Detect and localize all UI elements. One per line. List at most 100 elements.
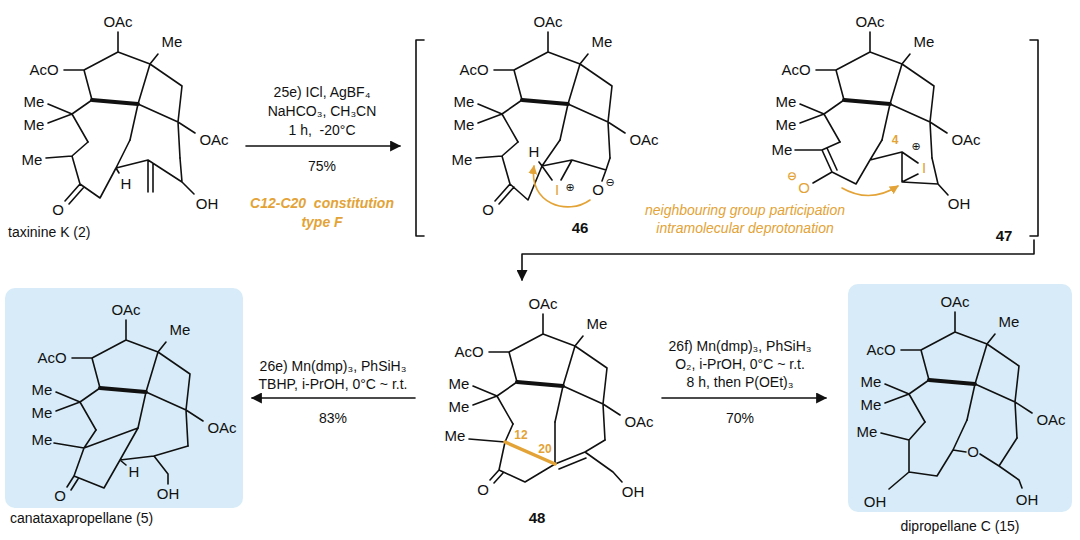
constitution-note: C12-C20 constitution: [250, 195, 394, 211]
label-slot: AcO: [866, 342, 895, 359]
label-slot: 26e) Mn(dmp)₃, PhSiH₃: [260, 358, 407, 375]
label-slot: H: [129, 464, 140, 481]
label-slot: Me: [592, 34, 613, 51]
atom-label: AcO: [29, 61, 58, 78]
reaction-condition: 75%: [308, 158, 336, 174]
label-slot: OH: [864, 494, 887, 511]
mechanism-note: intramolecular deprotonation: [656, 220, 833, 236]
locant-number: 20: [538, 442, 551, 456]
label-slot: 75%: [308, 158, 336, 175]
bracket: [1030, 40, 1038, 236]
atom-label: O: [482, 201, 494, 218]
label-slot: dipropellane C (15): [900, 518, 1019, 535]
label-slot: H: [529, 144, 540, 161]
atom-label: I: [555, 181, 559, 198]
label-slot: OAc: [624, 414, 653, 431]
atom-label: Me: [772, 141, 793, 158]
product-box: OAcMeAcOMeMeOAcMeOHOHcanataxapropellane …: [5, 288, 243, 508]
label-slot: NaHCO₃, CH₃CN: [268, 103, 377, 120]
label-slot: Me: [999, 314, 1020, 331]
label-slot: Me: [857, 424, 878, 441]
label-slot: OAc: [1036, 412, 1065, 429]
atom-label: AcO: [866, 341, 895, 358]
label-slot: OAc: [940, 294, 969, 311]
label-slot: Me: [861, 397, 882, 414]
atom-label: Me: [32, 381, 53, 398]
label-slot: Me: [32, 382, 53, 399]
label-slot: TBHP, i-PrOH, 0°C ~ r.t.: [259, 376, 408, 393]
charge-sign: ⊕: [565, 181, 574, 193]
atom-label: OAc: [629, 131, 658, 148]
taxinine-structure: [46, 140, 194, 204]
label-slot: ⊕: [565, 178, 574, 195]
intermediate-structure: [478, 32, 625, 158]
label-slot: 12: [514, 426, 527, 443]
atom-label: Me: [454, 93, 475, 110]
label-slot: Me: [24, 117, 45, 134]
compound-name: dipropellane C (15): [900, 518, 1019, 534]
label-slot: OAc: [199, 132, 228, 149]
atom-label: OAc: [1036, 411, 1065, 428]
atom-label: Me: [914, 33, 935, 50]
label-slot: Me: [772, 142, 793, 159]
label-slot: OAc: [629, 132, 658, 149]
taxinine-structure: [48, 32, 195, 158]
label-slot: O: [52, 202, 64, 219]
atom-label: OH: [948, 195, 971, 212]
atom-label: OAc: [533, 13, 562, 30]
label-slot: 48: [529, 510, 546, 527]
label-slot: Me: [449, 399, 470, 416]
label-slot: 8 h, then P(OEt)₃: [687, 374, 794, 391]
label-slot: Me: [449, 376, 470, 393]
lower-ring: [881, 420, 1022, 489]
label-slot: neighbouring group participation: [645, 202, 845, 219]
atom-label: Me: [22, 151, 43, 168]
atom-label: OAc: [624, 413, 653, 430]
label-slot: 1 h, -20°C: [288, 122, 355, 139]
atom-label: Me: [592, 33, 613, 50]
label-slot: Me: [776, 117, 797, 134]
reaction-condition: 26e) Mn(dmp)₃, PhSiH₃: [260, 358, 407, 374]
atom-label: Me: [857, 423, 878, 440]
intermediate-structure: [473, 314, 620, 440]
label-slot: intramolecular deprotonation: [656, 220, 833, 237]
compound-name: canataxapropellane (5): [10, 510, 153, 526]
atom-label: Me: [32, 431, 53, 448]
label-slot: O: [54, 488, 66, 505]
atom-label: I: [922, 159, 926, 176]
label-slot: 26f) Mn(dmp)₃, PhSiH₃: [669, 338, 812, 355]
label-slot: Me: [32, 432, 53, 449]
atom-label: OAc: [207, 419, 236, 436]
reaction-arrow: [522, 240, 1034, 280]
atom-label: OAc: [528, 295, 557, 312]
reaction-arrow: [662, 397, 826, 399]
label-slot: 46: [572, 220, 589, 237]
constitution-note: type F: [301, 214, 342, 230]
atom-label: AcO: [781, 61, 810, 78]
atom-label: O: [52, 201, 64, 218]
atom-label: OH: [157, 485, 180, 502]
atom-label: Me: [861, 373, 882, 390]
atom-label: OAc: [855, 13, 884, 30]
label-slot: OH: [196, 196, 219, 213]
reaction-condition: 70%: [726, 410, 754, 426]
label-slot: AcO: [454, 344, 483, 361]
charge-sign: ⊖: [605, 176, 614, 188]
intermediate-structure: [469, 422, 622, 483]
mechanism-note: neighbouring group participation: [645, 202, 845, 218]
atom-label: H: [529, 143, 540, 160]
label-slot: AcO: [29, 62, 58, 79]
atom-label: AcO: [37, 349, 66, 366]
atom-label: Me: [449, 375, 470, 392]
label-slot: Me: [170, 322, 191, 339]
label-slot: O: [592, 182, 604, 199]
reaction-condition: 8 h, then P(OEt)₃: [687, 374, 794, 390]
atom-label: OAc: [103, 13, 132, 30]
intermediate-structure: [476, 140, 610, 207]
label-slot: Me: [452, 152, 473, 169]
reaction-condition: O₂, i-PrOH, 0°C ~ r.t.: [675, 356, 805, 372]
intermediate-structure: [795, 140, 948, 196]
bracket: [416, 40, 424, 236]
label-slot: O: [967, 444, 979, 461]
label-slot: 83%: [319, 410, 347, 427]
